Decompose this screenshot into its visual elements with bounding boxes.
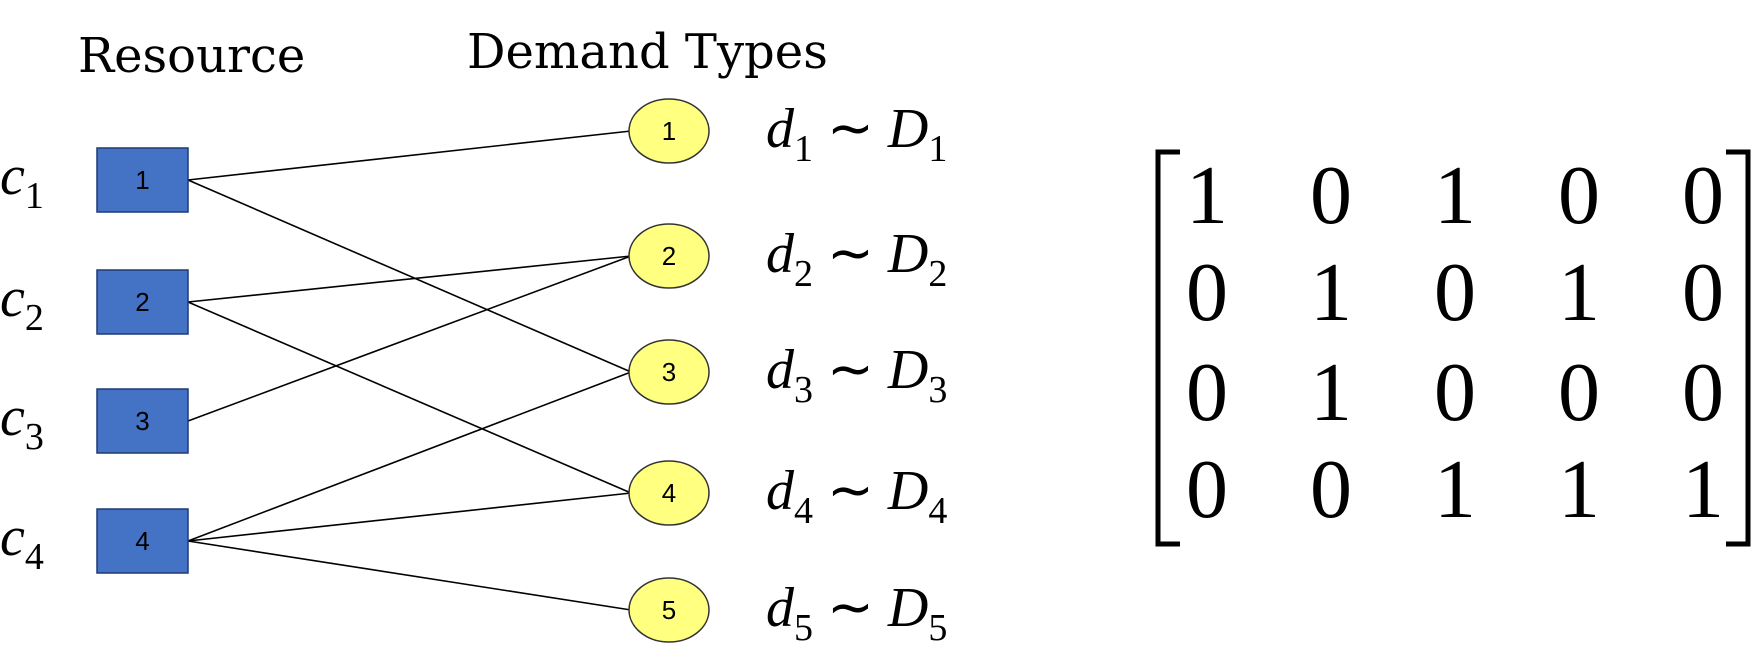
matrix-cell: 1 <box>1558 443 1600 536</box>
matrix-left-bracket <box>1155 149 1180 547</box>
matrix-cell: 1 <box>1434 443 1476 536</box>
matrix-cell: 0 <box>1186 246 1228 339</box>
edge-c1-d1 <box>187 130 632 181</box>
distribution-sub: 4 <box>928 490 947 532</box>
matrix-cell: 1 <box>1682 443 1724 536</box>
resource-var-label: c2 <box>0 267 44 339</box>
resource-var: c <box>0 386 25 448</box>
matrix-cell: 1 <box>1558 246 1600 339</box>
resource-var-label: c1 <box>0 145 44 217</box>
demand-types-header: Demand Types <box>467 24 828 80</box>
resource-node-1 <box>96 147 189 213</box>
matrix-cell: 0 <box>1186 346 1228 439</box>
distribution-var: D <box>887 98 928 160</box>
demand-node-label: 3 <box>662 357 676 387</box>
demand-distribution-label: d1∼D1 <box>766 98 947 170</box>
resource-var-label: c3 <box>0 386 44 458</box>
resource-var: c <box>0 506 25 568</box>
resource-node-3 <box>96 388 189 454</box>
resource-node-label: 3 <box>135 406 149 436</box>
distribution-sub: 5 <box>928 607 947 649</box>
demand-var-sub: 1 <box>794 128 813 170</box>
matrix-cell: 0 <box>1310 149 1352 242</box>
demand-node-4 <box>628 460 710 526</box>
resource-node-label: 2 <box>135 287 149 317</box>
demand-distribution-label: d5∼D5 <box>766 577 947 649</box>
resource-var: c <box>0 145 25 207</box>
demand-var: d <box>766 223 795 285</box>
demand-var: d <box>766 577 795 639</box>
matrix-cell: 0 <box>1558 346 1600 439</box>
matrix-cell: 0 <box>1682 246 1724 339</box>
demand-var-sub: 4 <box>794 490 813 532</box>
matrix-right-bracket <box>1726 149 1751 547</box>
demand-var-sub: 2 <box>794 253 813 295</box>
demand-var-sub: 3 <box>794 369 813 411</box>
sim-symbol: ∼ <box>827 98 874 160</box>
demand-var: d <box>766 98 795 160</box>
edge-c2-d2 <box>187 255 632 303</box>
matrix-cell: 1 <box>1434 149 1476 242</box>
demand-node-5 <box>628 577 710 643</box>
resource-var-sub: 4 <box>25 536 44 578</box>
resource-var-label: c4 <box>0 506 44 578</box>
demand-var: d <box>766 339 795 401</box>
distribution-sub: 1 <box>928 128 947 170</box>
matrix-cell: 1 <box>1310 246 1352 339</box>
distribution-var: D <box>887 577 928 639</box>
resource-node-4 <box>96 508 189 574</box>
demand-var-sub: 5 <box>794 607 813 649</box>
resource-node-label: 4 <box>135 526 149 556</box>
demand-node-3 <box>628 339 710 405</box>
demand-distribution-label: d4∼D4 <box>766 460 947 532</box>
edge-c4-d4 <box>187 492 632 542</box>
demand-node-label: 2 <box>662 241 676 271</box>
sim-symbol: ∼ <box>827 339 874 401</box>
edge-c4-d3 <box>187 371 632 542</box>
matrix-cell: 0 <box>1682 149 1724 242</box>
edge-c4-d5 <box>187 540 632 611</box>
matrix-cell: 1 <box>1310 346 1352 439</box>
resource-var-sub: 3 <box>25 416 44 458</box>
resource-var-sub: 2 <box>25 297 44 339</box>
resource-node-label: 1 <box>135 165 149 195</box>
demand-distribution-label: d2∼D2 <box>766 223 947 295</box>
resource-node-2 <box>96 269 189 335</box>
matrix-cell: 0 <box>1310 443 1352 536</box>
sim-symbol: ∼ <box>827 577 874 639</box>
sim-symbol: ∼ <box>827 460 874 522</box>
demand-node-label: 1 <box>662 116 676 146</box>
distribution-sub: 3 <box>928 369 947 411</box>
matrix-cell: 0 <box>1682 346 1724 439</box>
matrix-cell: 0 <box>1434 246 1476 339</box>
distribution-sub: 2 <box>928 253 947 295</box>
matrix-cell: 0 <box>1558 149 1600 242</box>
demand-distribution-label: d3∼D3 <box>766 339 947 411</box>
distribution-var: D <box>887 223 928 285</box>
sim-symbol: ∼ <box>827 223 874 285</box>
resource-var: c <box>0 267 25 329</box>
matrix-cell: 0 <box>1434 346 1476 439</box>
distribution-var: D <box>887 339 928 401</box>
matrix-cell: 0 <box>1186 443 1228 536</box>
edge-c3-d2 <box>187 255 632 422</box>
resource-var-sub: 1 <box>25 175 44 217</box>
edge-c2-d4 <box>187 301 632 494</box>
demand-node-label: 4 <box>662 478 676 508</box>
resource-header: Resource <box>78 28 305 84</box>
demand-node-2 <box>628 223 710 289</box>
demand-node-1 <box>628 98 710 164</box>
edge-c1-d3 <box>187 179 632 373</box>
demand-node-label: 5 <box>662 595 676 625</box>
edges <box>187 130 632 611</box>
matrix-cell: 1 <box>1186 149 1228 242</box>
distribution-var: D <box>887 460 928 522</box>
demand-var: d <box>766 460 795 522</box>
